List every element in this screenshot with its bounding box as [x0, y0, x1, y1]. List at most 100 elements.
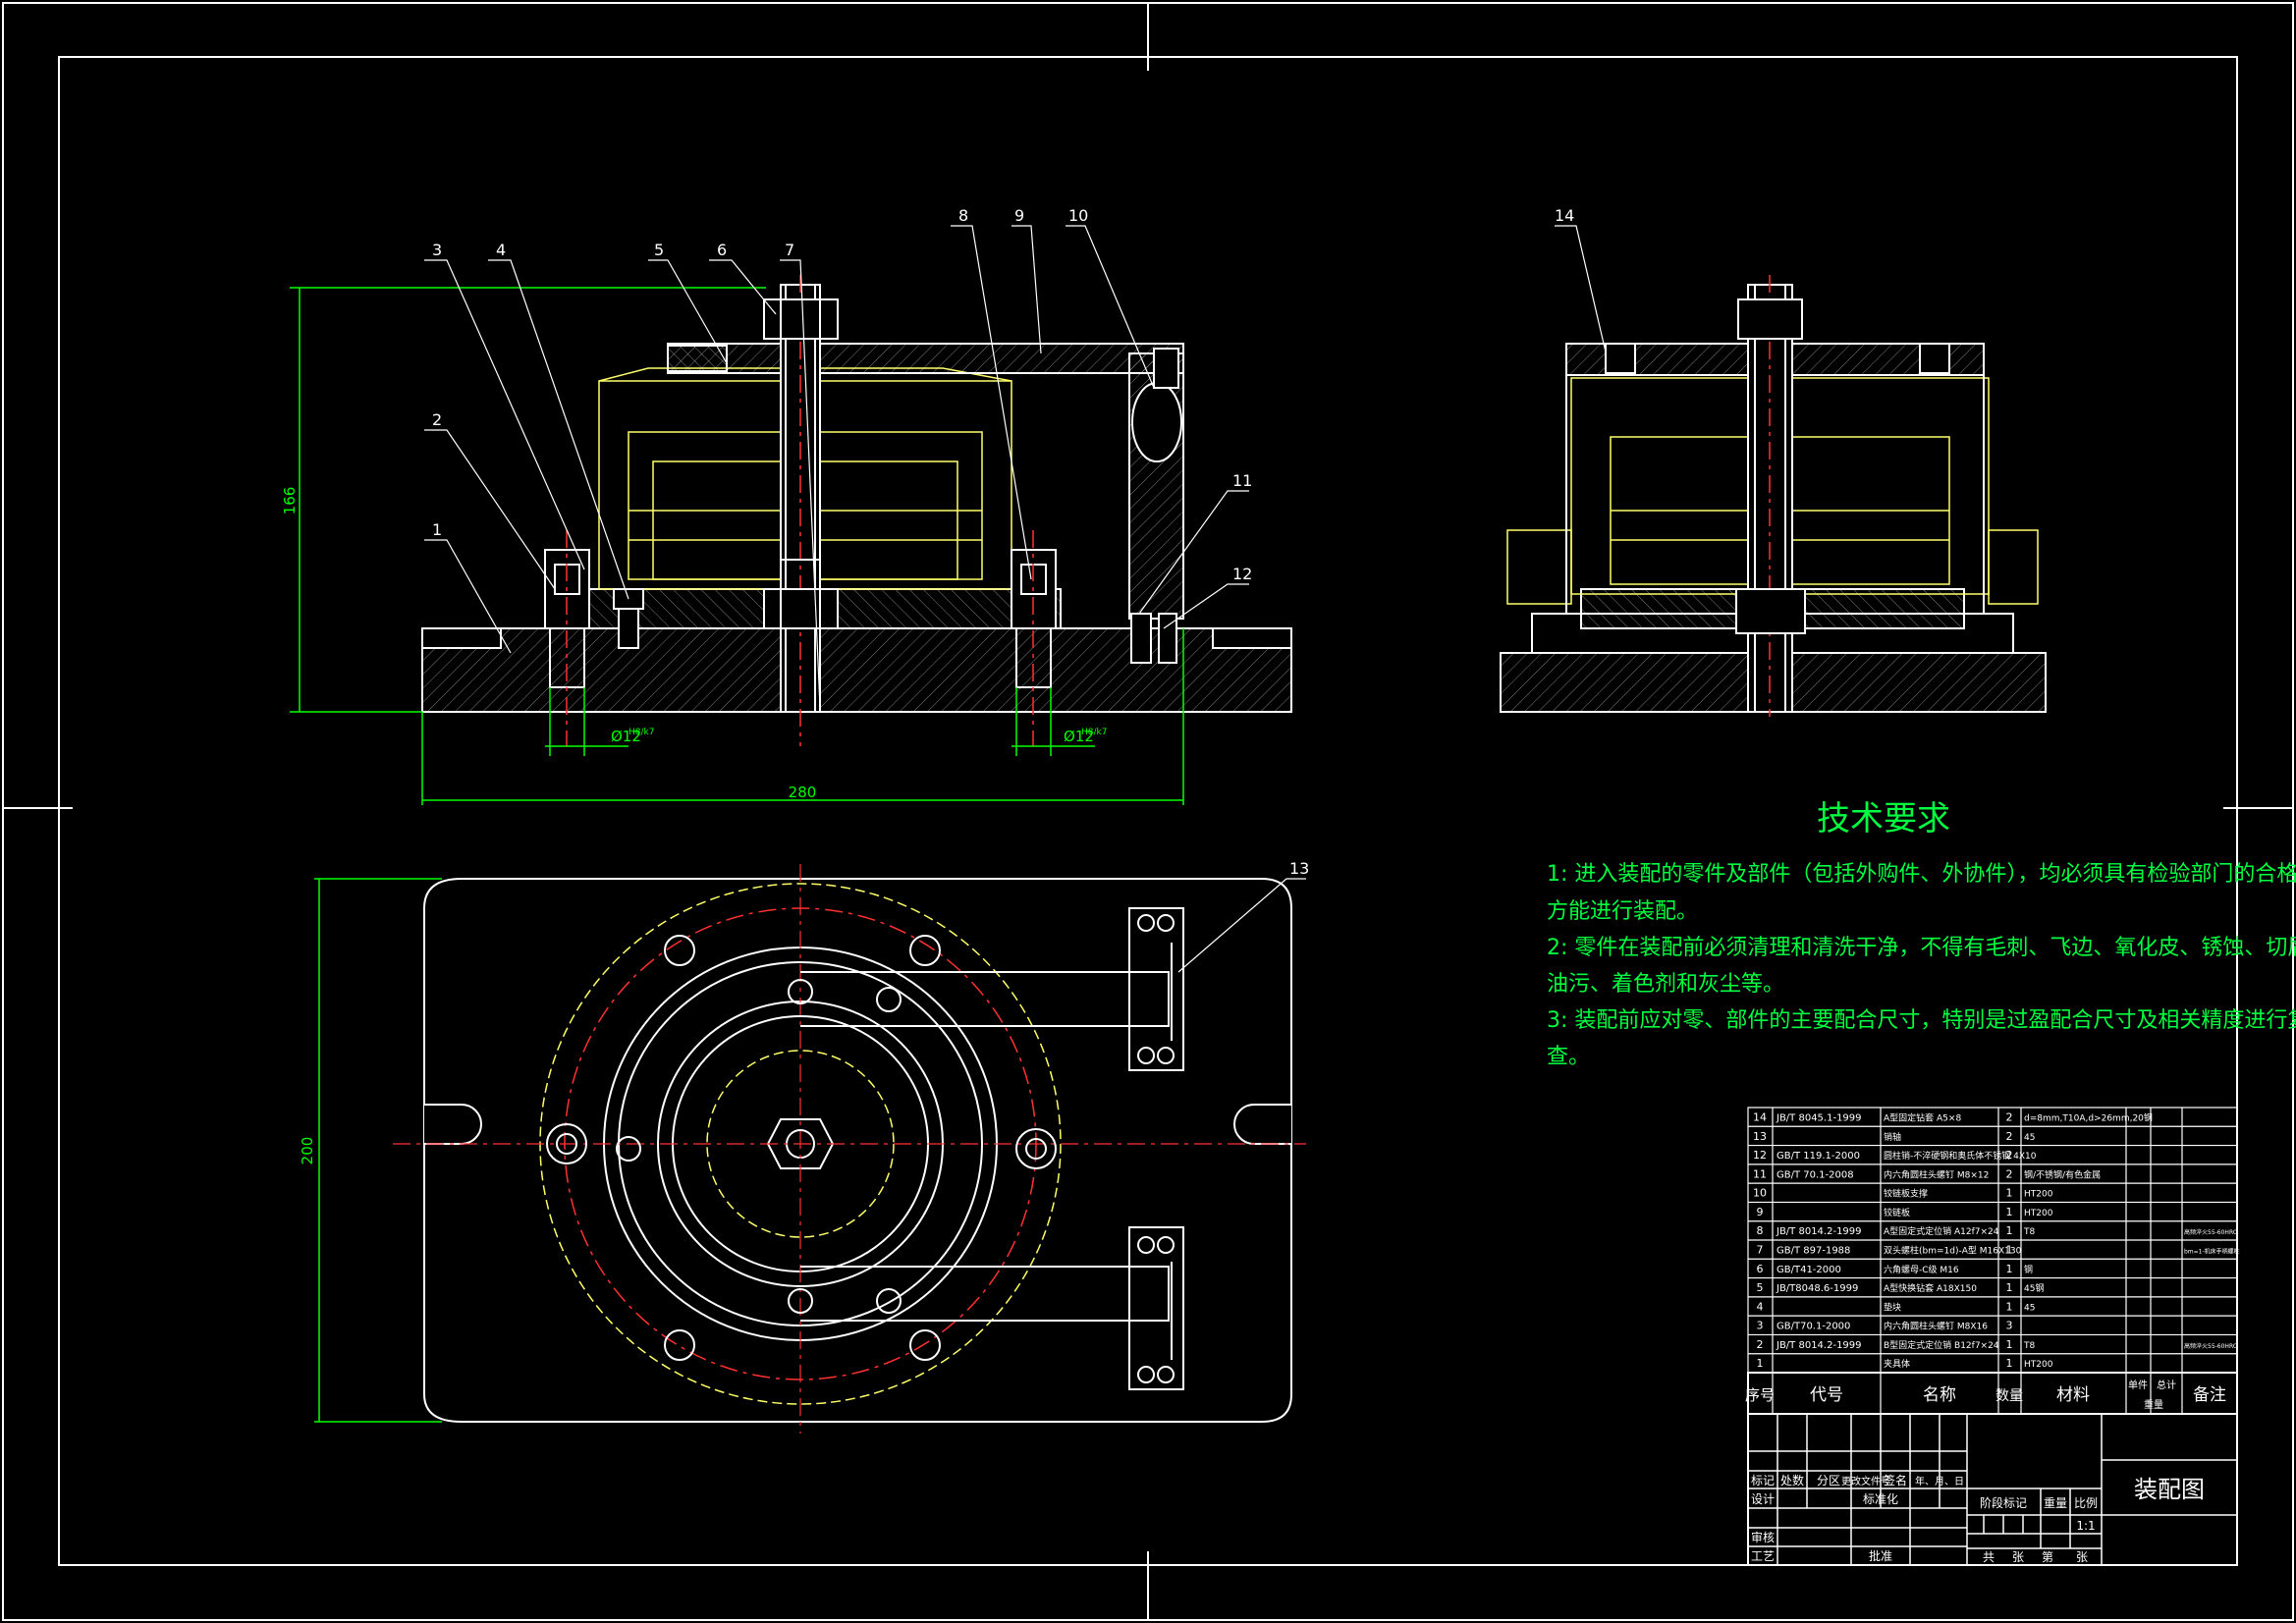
- bom-table: [1747, 1107, 2238, 1415]
- bom-cell-name: 垫块: [1884, 1301, 1901, 1313]
- bom-cell-no: 13: [1753, 1130, 1767, 1143]
- bom-cell-note: 高频淬火55-60HRC: [2184, 1228, 2237, 1236]
- bom-cell-name: A型快换钻套 A18X150: [1884, 1282, 1977, 1294]
- dim-fit-left: H8/k7: [629, 728, 654, 737]
- bom-header-total-weight: 总计: [2157, 1379, 2176, 1391]
- bom-cell-no: 11: [1753, 1167, 1767, 1180]
- bom-header-qty: 数量: [1995, 1388, 2023, 1404]
- bom-cell-code: JB/T 8014.2-1999: [1776, 1226, 1862, 1237]
- bom-cell-material: T8: [2023, 1341, 2035, 1351]
- bom-header-name: 名称: [1923, 1385, 1956, 1405]
- bom-cell-qty: 1: [2006, 1263, 2013, 1275]
- callout-1: 1: [432, 520, 442, 539]
- tb-change-no: 更改文件号: [1841, 1475, 1890, 1488]
- bom-cell-name: 销轴: [1884, 1131, 1901, 1143]
- callout-13: 13: [1289, 859, 1309, 878]
- bom-cell-code: GB/T41-2000: [1777, 1265, 1841, 1275]
- bom-cell-qty: 2: [2006, 1149, 2013, 1162]
- bom-cell-name: A型固定钻套 A5×8: [1884, 1112, 1961, 1124]
- tb-standardize: 标准化: [1863, 1492, 1898, 1506]
- bom-cell-no: 5: [1757, 1281, 1764, 1294]
- tech-line-1: 1: 进入装配的零件及部件（包括外购件、外协件），均必须具有检验部门的合格证: [1547, 862, 2296, 887]
- bom-cell-code: GB/T 119.1-2000: [1777, 1151, 1860, 1162]
- bom-cell-material: 钢: [2024, 1264, 2033, 1275]
- bom-cell-no: 4: [1757, 1300, 1764, 1313]
- bom-cell-qty: 2: [2006, 1167, 2013, 1180]
- bom-cell-no: 12: [1753, 1149, 1767, 1162]
- tb-sheet-no: 第: [2042, 1550, 2053, 1564]
- bom-cell-qty: 1: [2006, 1357, 2013, 1370]
- bom-cell-qty: 1: [2006, 1300, 2013, 1313]
- tb-zone: 分区: [1817, 1474, 1840, 1488]
- bom-cell-no: 8: [1757, 1224, 1764, 1237]
- bom-cell-no: 9: [1757, 1206, 1764, 1218]
- bom-cell-material: HT200: [2024, 1360, 2053, 1370]
- bom-cell-name: 内六角圆柱头螺钉 M8×12: [1884, 1168, 1989, 1180]
- bom-cell-code: JB/T8048.6-1999: [1776, 1283, 1858, 1294]
- dim-hole-left: Ø12: [611, 728, 641, 745]
- tb-weight: 重量: [2044, 1496, 2067, 1510]
- bom-cell-note: 高频淬火55-60HRC: [2184, 1342, 2237, 1350]
- tb-date: 年、月、日: [1915, 1475, 1964, 1488]
- bom-cell-code: JB/T 8045.1-1999: [1776, 1113, 1862, 1124]
- bom-cell-no: 2: [1757, 1338, 1764, 1351]
- plan-view: [393, 864, 1306, 1434]
- bom-cell-code: GB/T 897-1988: [1777, 1246, 1850, 1257]
- tb-sheet-word: 张: [2076, 1550, 2088, 1564]
- bom-cell-name: 铰链板支撑: [1884, 1188, 1928, 1200]
- bom-cell-material: 45: [2024, 1133, 2035, 1143]
- bom-cell-qty: 1: [2006, 1244, 2013, 1257]
- bom-cell-qty: 1: [2006, 1338, 2013, 1351]
- callout-8: 8: [958, 206, 968, 225]
- tb-stage-mark: 阶段标记: [1980, 1495, 2027, 1510]
- callout-9: 9: [1014, 206, 1024, 225]
- callout-5: 5: [654, 241, 664, 259]
- front-dimensions: [290, 287, 1184, 805]
- callout-leaders: [424, 225, 1612, 973]
- bom-header-weight: 重量: [2144, 1398, 2163, 1411]
- dim-width-280: 280: [789, 784, 817, 801]
- bom-cell-no: 10: [1753, 1187, 1767, 1200]
- bom-cell-no: 7: [1757, 1244, 1764, 1257]
- callout-11: 11: [1232, 471, 1252, 490]
- bom-cell-qty: 1: [2006, 1224, 2013, 1237]
- bom-cell-code: GB/T 70.1-2008: [1777, 1169, 1854, 1180]
- bom-cell-material: T8: [2023, 1227, 2035, 1237]
- callout-4: 4: [496, 241, 506, 259]
- bom-cell-name: 圆柱销-不淬硬钢和奥氏体不锈钢 4X10: [1884, 1150, 2037, 1162]
- tb-signature: 签名: [1884, 1473, 1907, 1488]
- callout-12: 12: [1232, 565, 1252, 583]
- bom-cell-name: 双头螺柱(bm=1d)-A型 M16X130: [1884, 1245, 2022, 1257]
- bom-cell-note: bm=1-机床手柄螺柱: [2184, 1248, 2240, 1256]
- tb-count: 处数: [1780, 1473, 1804, 1488]
- bom-cell-name: 夹具体: [1884, 1358, 1910, 1370]
- tb-title: 装配图: [2134, 1476, 2205, 1503]
- title-block: [1747, 1413, 2238, 1566]
- tb-scale: 比例: [2074, 1496, 2098, 1510]
- tech-requirements: 技术要求 1: 进入装配的零件及部件（包括外购件、外协件），均必须具有检验部门的…: [1547, 799, 2296, 1069]
- bom-header-note: 备注: [2193, 1385, 2226, 1405]
- tb-review: 审核: [1751, 1530, 1775, 1544]
- bom-cell-material: HT200: [2024, 1209, 2053, 1218]
- bom-cell-name: B型固定式定位销 B12f7×24: [1884, 1339, 1999, 1351]
- bom-cell-material: 45: [2024, 1303, 2035, 1313]
- bom-cell-name: 铰链板: [1884, 1207, 1910, 1218]
- tech-line-3: 2: 零件在装配前必须清理和清洗干净，不得有毛刺、飞边、氧化皮、锈蚀、切屑、: [1547, 936, 2296, 960]
- tech-line-5: 3: 装配前应对零、部件的主要配合尺寸，特别是过盈配合尺寸及相关精度进行复: [1547, 1008, 2296, 1033]
- bom-cell-material: 45钢: [2024, 1282, 2044, 1294]
- dim-height-166: 166: [281, 487, 299, 515]
- bom-cell-name: 六角螺母-C级 M16: [1884, 1264, 1959, 1275]
- bom-cell-name: 内六角圆柱头螺钉 M8X16: [1884, 1321, 1988, 1332]
- tb-approve: 批准: [1869, 1548, 1892, 1563]
- tb-sheets-word: 张: [2012, 1550, 2024, 1564]
- dim-hole-right: Ø12: [1064, 728, 1094, 745]
- tb-process: 工艺: [1751, 1549, 1775, 1563]
- bom-header-code: 代号: [1810, 1385, 1843, 1405]
- tech-line-2: 方能进行装配。: [1547, 899, 1698, 924]
- bom-cell-no: 3: [1757, 1320, 1764, 1332]
- bom-header-no: 序号: [1745, 1386, 1775, 1404]
- bom-cell-material: HT200: [2024, 1190, 2053, 1200]
